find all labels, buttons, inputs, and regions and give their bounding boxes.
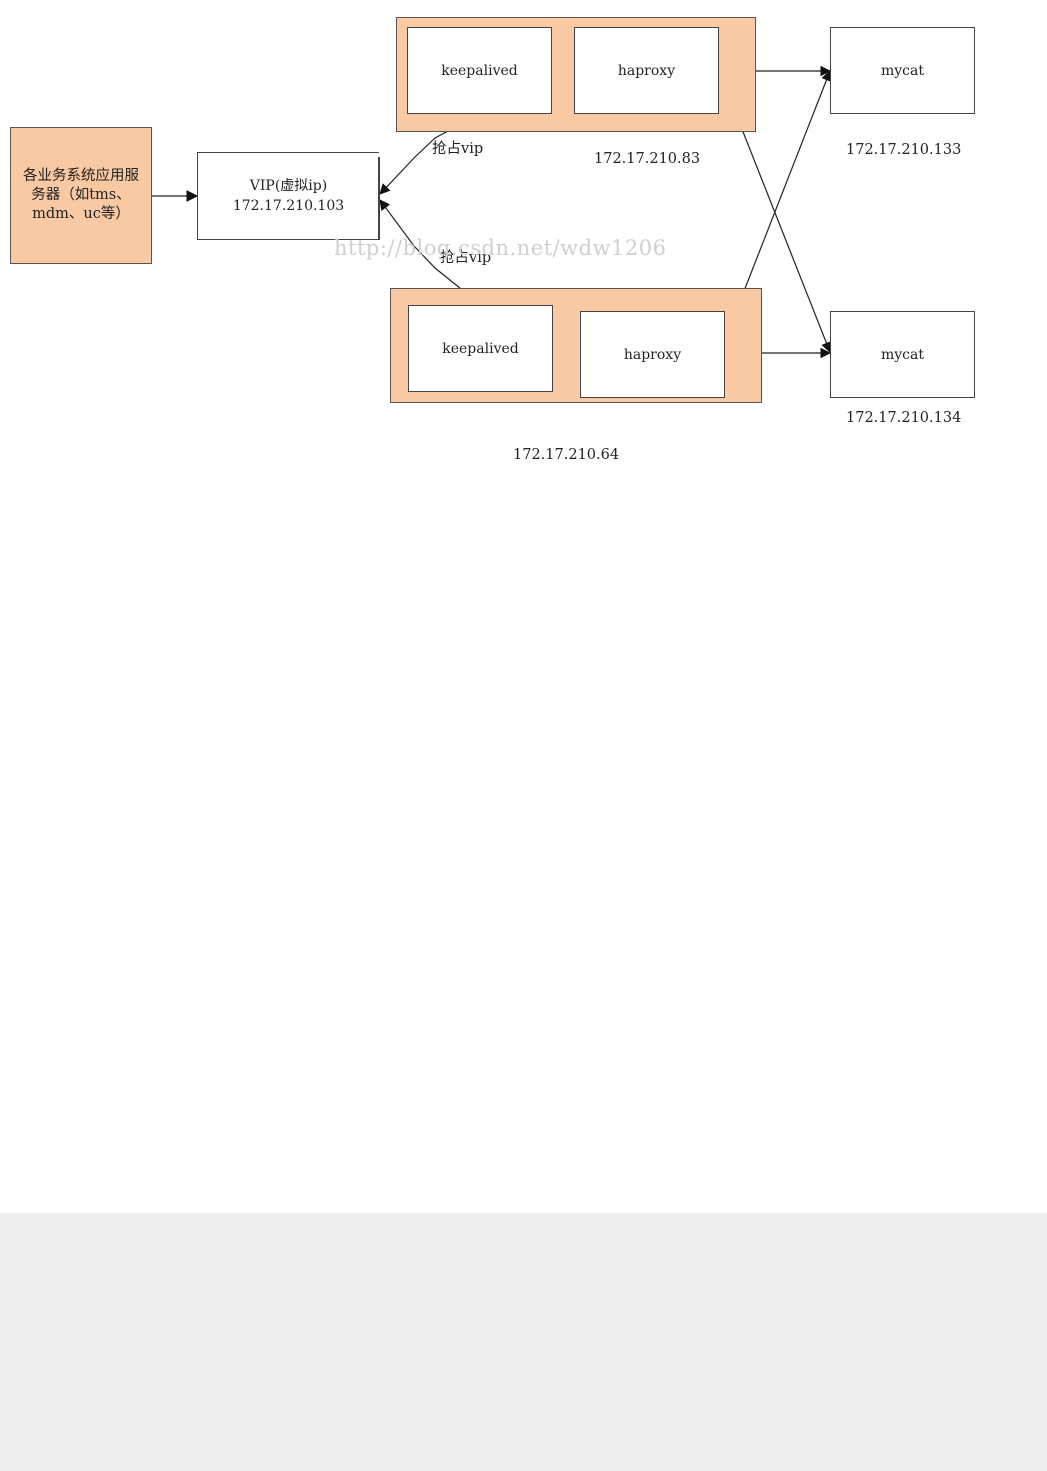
mycat-bottom-label: mycat [881, 346, 924, 363]
preempt-vip-top-label: 抢占vip [432, 141, 484, 157]
keepalived-bottom-label: keepalived [442, 340, 519, 357]
client-line-3: mdm、uc等） [32, 206, 130, 222]
vip-address: 172.17.210.103 [232, 198, 345, 214]
haproxy-top-box: haproxy [574, 27, 719, 114]
keepalived-top-label: keepalived [441, 62, 518, 79]
haproxy-top-label: haproxy [617, 62, 676, 79]
preempt-vip-bottom-label: 抢占vip [440, 250, 492, 266]
client-line-1: 各业务系统应用服 [23, 168, 139, 184]
server-top-ip: 172.17.210.83 [594, 151, 701, 167]
vip-box: VIP(虚拟ip) 172.17.210.103 [197, 152, 379, 240]
vip-title: VIP(虚拟ip) [249, 178, 328, 194]
keepalived-top-box: keepalived [407, 27, 552, 114]
vip-box-right-edge [378, 157, 380, 240]
footer-band [0, 1213, 1047, 1471]
keepalived-bottom-box: keepalived [408, 305, 553, 392]
diagram-canvas: 各业务系统应用服 务器（如tms、 mdm、uc等） VIP(虚拟ip) 172… [10, 17, 975, 463]
mycat-top-label: mycat [881, 62, 924, 79]
watermark-text: http://blog.csdn.net/wdw1206 [334, 236, 667, 260]
mycat-bottom-ip: 172.17.210.134 [846, 410, 962, 426]
haproxy-bottom-label: haproxy [623, 346, 682, 363]
haproxy-bottom-box: haproxy [580, 311, 725, 398]
client-servers-box: 各业务系统应用服 务器（如tms、 mdm、uc等） [10, 127, 152, 264]
mycat-top-ip: 172.17.210.133 [846, 142, 962, 158]
server-bottom-ip: 172.17.210.64 [513, 447, 620, 463]
mycat-bottom-box: mycat [830, 311, 975, 398]
mycat-top-box: mycat [830, 27, 975, 114]
client-line-2: 务器（如tms、 [31, 187, 131, 203]
